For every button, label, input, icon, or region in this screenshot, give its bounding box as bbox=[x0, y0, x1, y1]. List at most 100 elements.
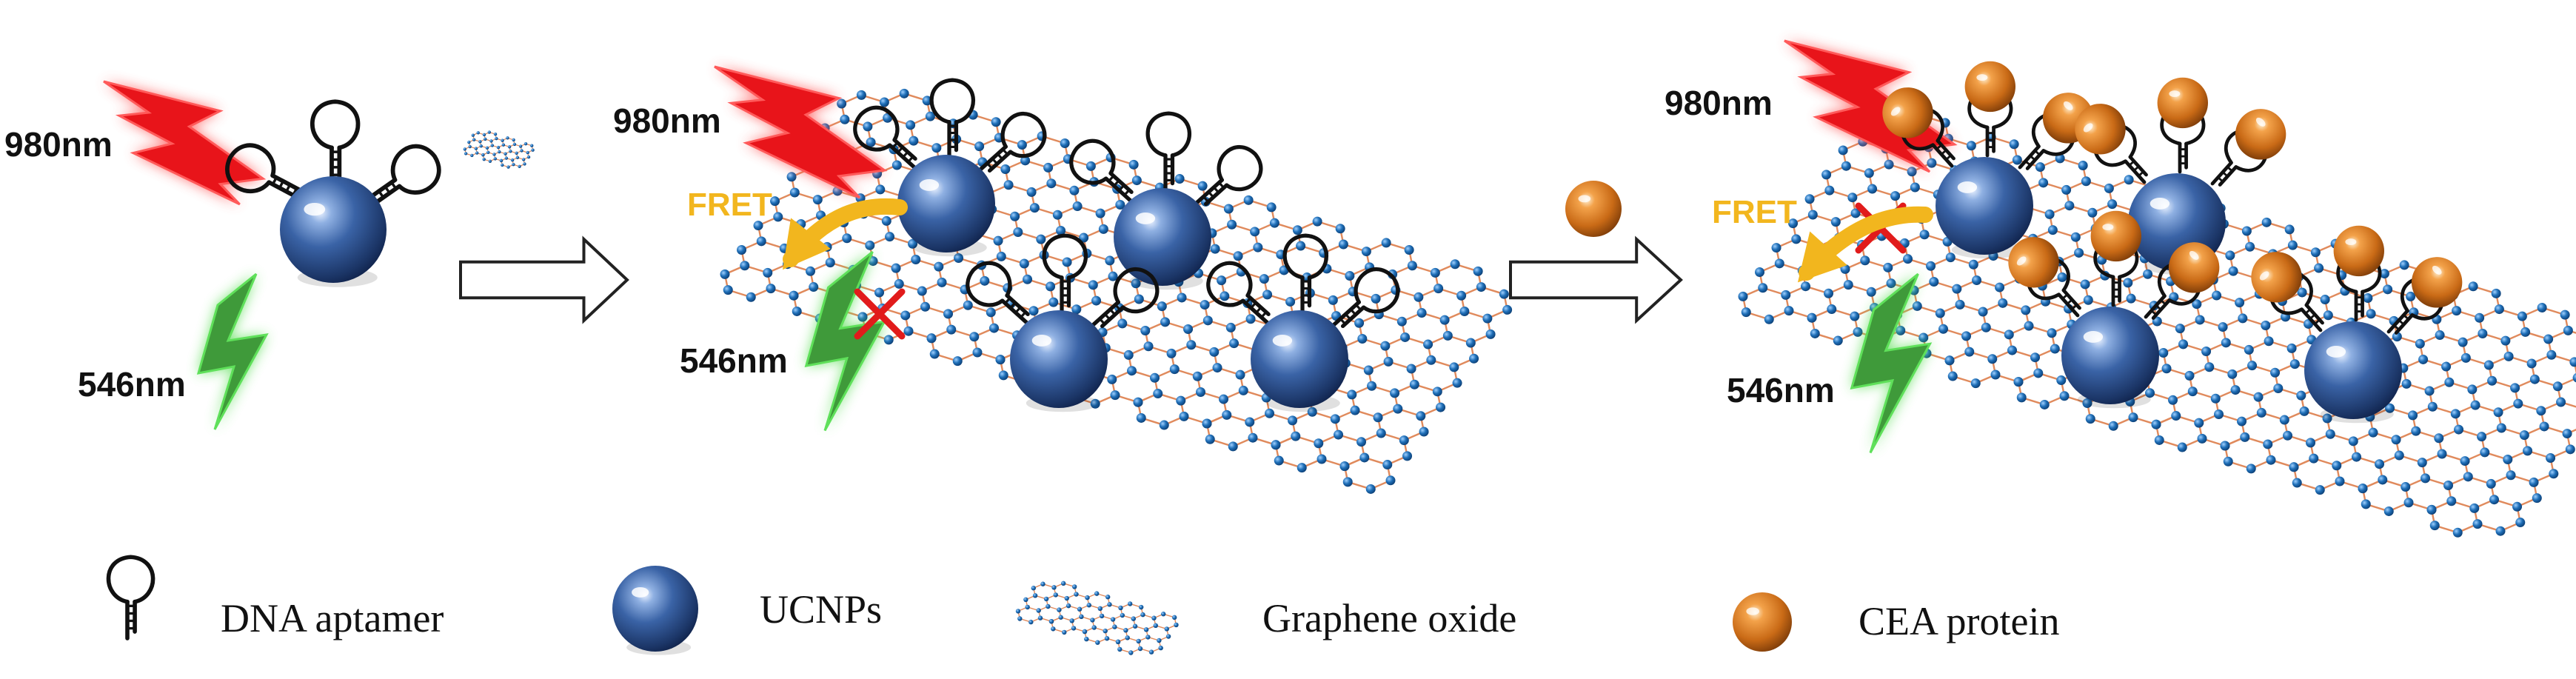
graphene-node bbox=[1062, 630, 1066, 635]
label-546nm-free: 546nm bbox=[78, 364, 186, 404]
graphene-node bbox=[1172, 615, 1177, 620]
graphene-node bbox=[1211, 244, 1220, 254]
graphene-node bbox=[2415, 339, 2425, 349]
graphene-node bbox=[1044, 597, 1048, 601]
graphene-node bbox=[2332, 461, 2341, 470]
aptamer-basepair bbox=[280, 181, 284, 188]
graphene-node bbox=[757, 236, 766, 246]
aptamer-basepair bbox=[1100, 319, 1104, 324]
graphene-node bbox=[1426, 355, 1436, 365]
graphene-node bbox=[1459, 307, 1469, 316]
graphene-node bbox=[2471, 401, 2480, 410]
graphene-node bbox=[904, 327, 914, 336]
legend-label-graphene-oxide: Graphene oxide bbox=[1262, 595, 1516, 641]
graphene-node bbox=[2496, 526, 2506, 536]
graphene-node bbox=[2045, 210, 2055, 219]
legend-label-cea-protein: CEA protein bbox=[1859, 598, 2059, 644]
graphene-node bbox=[1408, 261, 1417, 270]
graphene-node bbox=[2510, 383, 2520, 392]
graphene-node bbox=[1824, 289, 1833, 298]
graphene-node bbox=[2221, 441, 2230, 451]
graphene-node bbox=[2178, 339, 2188, 349]
graphene-node bbox=[513, 143, 516, 146]
aptamer-loop bbox=[1148, 113, 1189, 155]
graphene-node bbox=[2563, 429, 2572, 438]
graphene-node bbox=[842, 233, 852, 243]
graphene-node bbox=[1023, 275, 1032, 284]
aptamer-basepair bbox=[2306, 310, 2310, 314]
graphene-node bbox=[2171, 411, 2181, 421]
graphene-node bbox=[484, 138, 486, 141]
graphene-node bbox=[1103, 629, 1107, 633]
graphene-node bbox=[792, 307, 802, 316]
graphene-node bbox=[505, 156, 508, 159]
aptamer-basepair bbox=[2218, 178, 2223, 182]
graphene-node bbox=[1340, 461, 1350, 471]
graphene-node bbox=[1025, 605, 1029, 609]
aptamer-basepair bbox=[1003, 150, 1007, 155]
graphene-node bbox=[891, 264, 901, 273]
graphene-node bbox=[2363, 293, 2372, 303]
graphene-node bbox=[1758, 283, 1767, 292]
graphene-node bbox=[2309, 454, 2318, 464]
emission-bolt-546nm-restored bbox=[1852, 274, 1930, 453]
graphene-node bbox=[1087, 603, 1091, 607]
graphene-node bbox=[2064, 201, 2074, 210]
graphene-node bbox=[2247, 361, 2257, 370]
graphene-node bbox=[900, 310, 910, 320]
graphene-node bbox=[1936, 309, 1945, 318]
cea-free bbox=[1565, 181, 1622, 237]
graphene-node bbox=[991, 117, 1001, 127]
ucnp-highlight bbox=[920, 179, 939, 191]
graphene-node bbox=[2451, 409, 2460, 418]
graphene-node bbox=[1971, 378, 1981, 388]
graphene-node bbox=[1850, 312, 1859, 321]
graphene-node bbox=[2058, 272, 2067, 282]
graphene-node bbox=[2033, 368, 2043, 378]
graphene-node bbox=[1486, 330, 1496, 339]
graphene-node bbox=[2056, 375, 2066, 385]
aptamer-basepair bbox=[2063, 295, 2067, 299]
graphene-node bbox=[943, 309, 953, 318]
graphene-node bbox=[1913, 301, 1922, 311]
graphene-node bbox=[858, 312, 868, 322]
graphene-node bbox=[2235, 298, 2244, 307]
graphene-node bbox=[1860, 255, 1870, 265]
graphene-node bbox=[2004, 330, 2014, 339]
graphene-node bbox=[1202, 419, 1212, 429]
graphene-node bbox=[497, 146, 500, 149]
graphene-node bbox=[2061, 185, 2071, 195]
cea-bound bbox=[2158, 78, 2208, 128]
aptamer-loop bbox=[1285, 235, 1326, 278]
graphene-node bbox=[1910, 183, 1920, 193]
graphene-node bbox=[1111, 617, 1115, 621]
graphene-node bbox=[502, 143, 505, 146]
aptamer-basepair bbox=[1021, 312, 1026, 318]
graphene-node bbox=[1864, 168, 1874, 178]
graphene-node bbox=[1036, 235, 1046, 244]
ucnp-highlight bbox=[2084, 331, 2103, 343]
aptamer-basepair bbox=[392, 182, 396, 188]
graphene-node bbox=[1469, 354, 1479, 364]
aptamer-basepair bbox=[2030, 155, 2035, 160]
graphene-node bbox=[2221, 338, 2231, 347]
graphene-node bbox=[1213, 363, 1222, 372]
legend-icon-graphene-oxide bbox=[1016, 581, 1179, 655]
cea-highlight bbox=[1976, 74, 1987, 81]
aptamer-basepair bbox=[1214, 187, 1218, 193]
graphene-node bbox=[1978, 307, 1988, 316]
graphene-node bbox=[1046, 604, 1050, 609]
graphene-node bbox=[884, 335, 894, 344]
graphene-node bbox=[2211, 394, 2221, 404]
graphene-node bbox=[2418, 458, 2427, 467]
graphene-node bbox=[2369, 428, 2378, 438]
graphene-node bbox=[1105, 255, 1114, 265]
graphene-node bbox=[1010, 212, 1020, 221]
graphene-node bbox=[1285, 297, 1295, 307]
cea-bound bbox=[1965, 61, 2015, 112]
ucnp-sphere bbox=[612, 566, 698, 652]
graphene-node bbox=[1938, 324, 1948, 334]
graphene-node bbox=[2529, 478, 2539, 487]
graphene-node bbox=[1224, 204, 1234, 213]
